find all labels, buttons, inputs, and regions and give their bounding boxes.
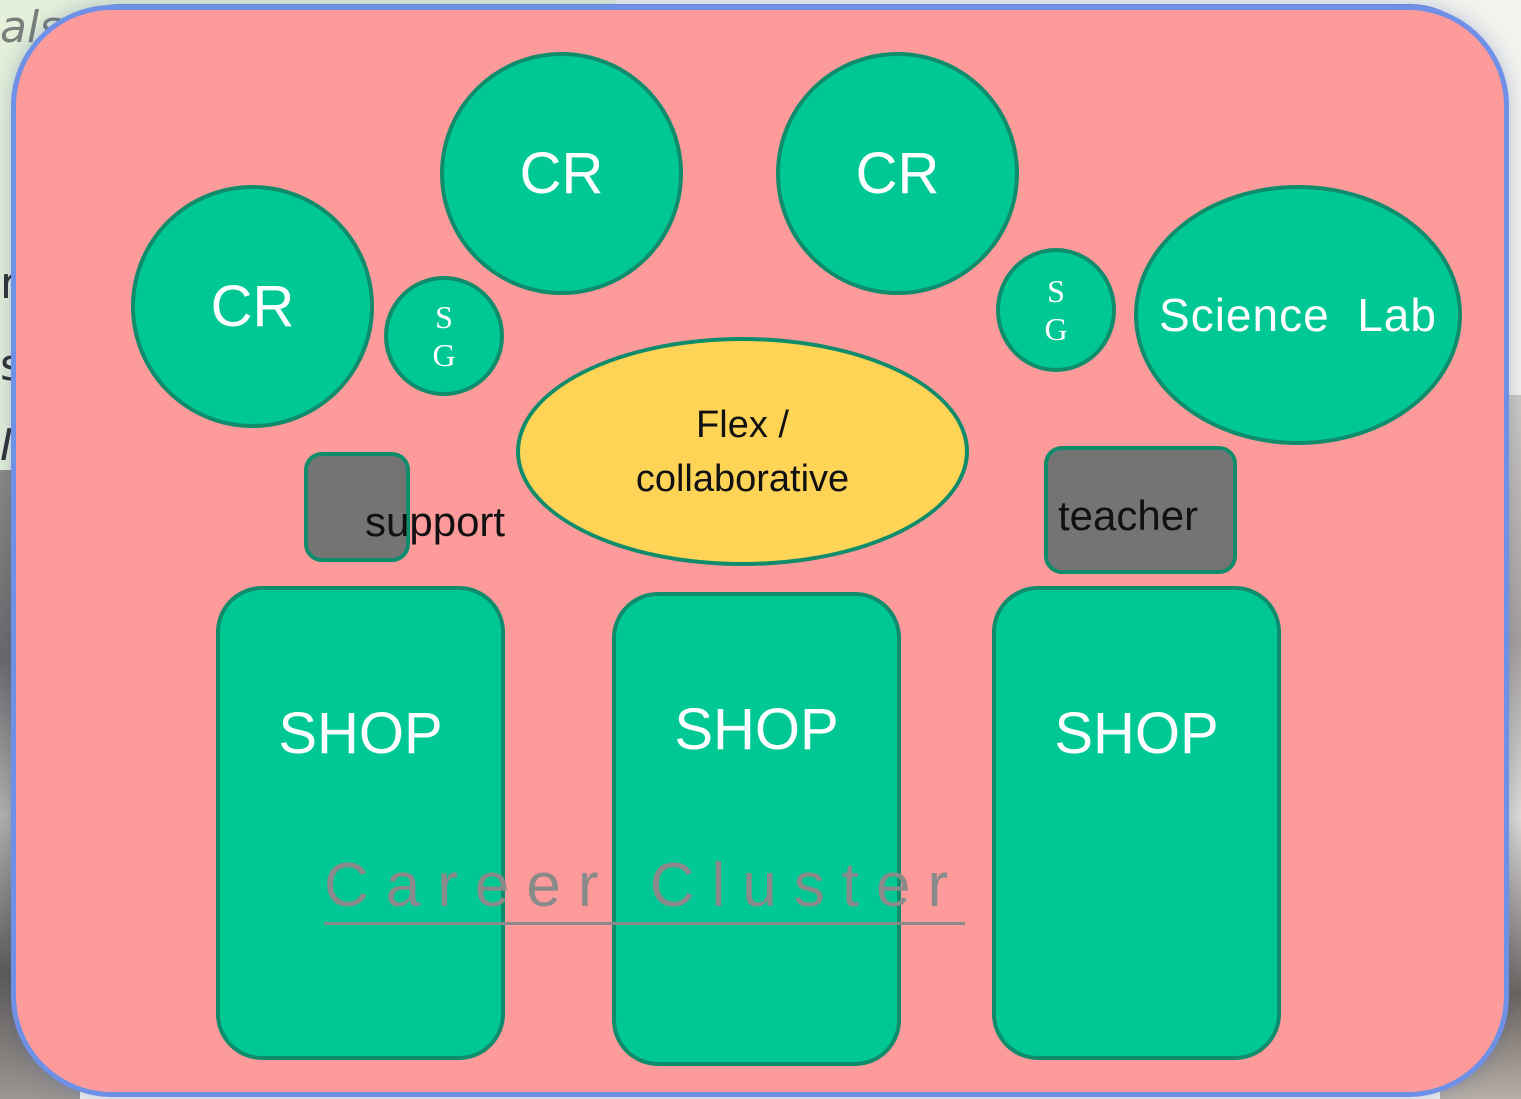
small-group-label: S G — [1044, 272, 1067, 348]
shop-label: SHOP — [1054, 701, 1219, 766]
shop-room-2: SHOP — [612, 592, 901, 1066]
classroom-top-right: CR — [776, 52, 1019, 295]
small-group-label-line2: G — [432, 337, 456, 373]
shop-room-1: SHOP — [216, 586, 505, 1060]
career-cluster-title: Career Cluster — [324, 851, 966, 920]
teacher-office — [1044, 446, 1237, 574]
classroom-top-left: CR — [440, 52, 683, 295]
small-group-label-line1: S — [1047, 273, 1065, 309]
teacher-label: teacher — [1058, 492, 1199, 539]
small-group-room-right: S G — [996, 248, 1116, 372]
classroom-label: CR — [519, 141, 604, 206]
small-group-label-line2: G — [1044, 311, 1068, 347]
small-group-label-line1: S — [435, 299, 453, 335]
background-text-line-1: r — [0, 258, 19, 309]
shop-label: SHOP — [278, 701, 443, 766]
small-group-label: S G — [432, 298, 455, 374]
science-lab-room: Science Lab — [1134, 185, 1462, 445]
science-lab-label: Science Lab — [1159, 289, 1437, 341]
support-office — [304, 452, 410, 562]
flex-label-line2: collaborative — [635, 457, 850, 500]
shop-room-3: SHOP — [992, 586, 1281, 1060]
flex-collaborative-area: Flex / collaborative — [516, 337, 969, 566]
classroom-label: CR — [855, 141, 940, 206]
classroom-left: CR — [131, 185, 374, 428]
flex-label-line1: Flex / — [696, 403, 789, 446]
shop-label: SHOP — [674, 697, 839, 762]
classroom-label: CR — [210, 274, 295, 339]
small-group-room-left: S G — [384, 276, 504, 396]
support-label: support — [365, 498, 506, 545]
